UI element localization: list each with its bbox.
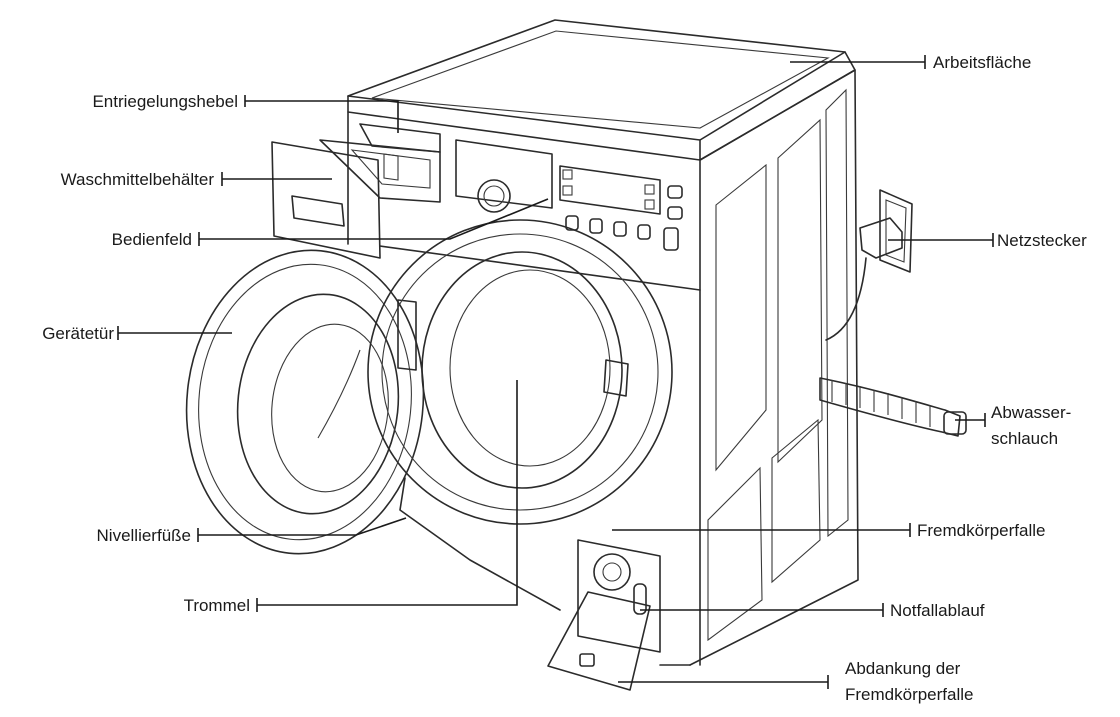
label-bedienfeld: Bedienfeld [112, 230, 192, 249]
leader-waschmittelbehaelter [221, 172, 332, 186]
leader-arbeitsflaeche [790, 55, 926, 69]
leader-trommel [256, 380, 518, 612]
drain-hose [819, 377, 967, 437]
label-waschmittelbehaelter: Waschmittelbehälter [61, 170, 215, 189]
control-panel [455, 139, 683, 251]
door [185, 249, 425, 555]
label-netzstecker: Netzstecker [997, 231, 1087, 250]
leader-nivellierfuesse [197, 517, 407, 542]
label-abdankung-line1: Abdankung der [845, 659, 961, 678]
label-abdankung-line2: Fremdkörperfalle [845, 685, 974, 704]
label-nivellierfuesse: Nivellierfüße [97, 526, 191, 545]
leader-abwasserschlauch [955, 413, 986, 427]
washing-machine-illustration [185, 19, 967, 691]
label-trommel: Trommel [184, 596, 250, 615]
label-abwasserschlauch-line1: Abwasser- [991, 403, 1071, 422]
leader-geraetetuer [117, 326, 232, 340]
label-abwasserschlauch-line2: schlauch [991, 429, 1058, 448]
detergent-drawer [271, 123, 441, 259]
label-arbeitsflaeche: Arbeitsfläche [933, 53, 1031, 72]
side-panel [689, 69, 859, 666]
porthole [367, 219, 673, 525]
labels: Arbeitsfläche Entriegelungshebel Waschmi… [42, 53, 1087, 704]
worktop [347, 19, 856, 161]
label-geraetetuer: Gerätetür [42, 324, 114, 343]
leader-bedienfeld [198, 198, 549, 246]
leader-netzstecker [888, 233, 994, 247]
label-fremdkoerperfalle: Fremdkörperfalle [917, 521, 1046, 540]
leader-entriegelungshebel [244, 95, 399, 133]
label-notfallablauf: Notfallablauf [890, 601, 985, 620]
power-plug [825, 189, 913, 341]
leader-lines [117, 55, 994, 689]
leader-fremdkoerperfalle [612, 523, 911, 537]
leader-abdankung [618, 675, 829, 689]
front-panel [347, 111, 701, 666]
filter-cover [547, 539, 661, 691]
leader-notfallablauf [640, 603, 884, 617]
label-entriegelungshebel: Entriegelungshebel [92, 92, 238, 111]
